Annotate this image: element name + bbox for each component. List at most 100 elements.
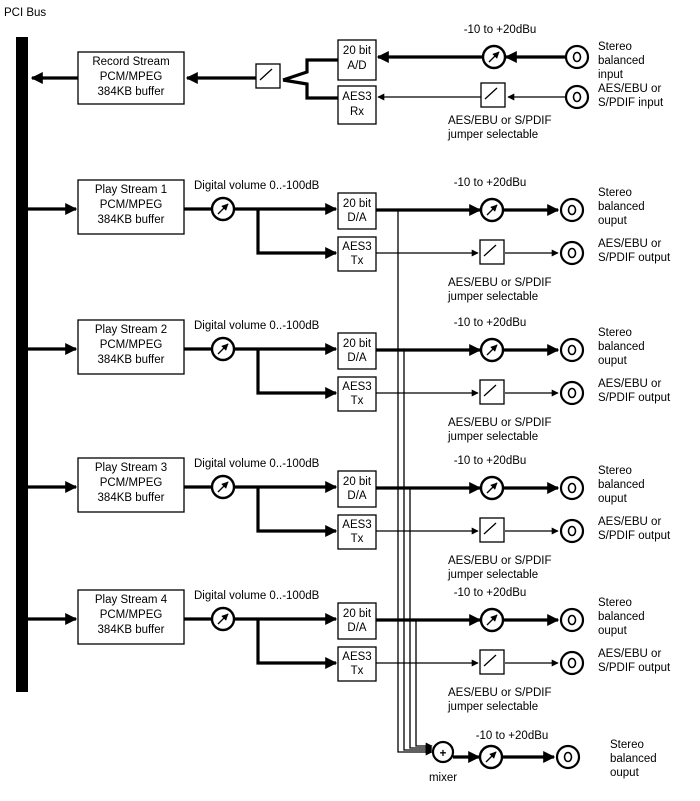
play-stream-2-box-text-line-1: Play Stream 2 xyxy=(95,324,167,336)
record-ad-box-text-line-2: A/D xyxy=(347,60,366,72)
record-ad-box-text-line-1: 20 bit xyxy=(343,45,372,57)
record-rx-to-switch-link xyxy=(282,78,338,100)
play-stream-4-da-box xyxy=(337,602,377,640)
play-stream-4-jumper-label-line-1: AES/EBU or S/PDIF xyxy=(448,687,552,699)
play-stream-3-digital-jumper-icon-lever xyxy=(483,522,497,535)
play-stream-1-mixer-feed-arrow xyxy=(397,210,433,756)
play-stream-4-analog-output-label-line-2: balanced xyxy=(598,611,645,623)
record-analog-input-connector-icon-center xyxy=(572,51,582,63)
play-stream-1-box-text-line-3: 384KB buffer xyxy=(98,214,165,226)
play-stream-3-digital-output-connector-icon-center xyxy=(567,525,577,537)
record-gain-range-label: -10 to +20dBu xyxy=(464,24,537,36)
record-jumper-label-line-2: jumper selectable xyxy=(447,129,538,141)
mixer-sum-icon xyxy=(431,740,455,764)
play-stream-4-tx-box xyxy=(337,646,377,682)
record-digital-input-connector-icon-center xyxy=(572,91,582,103)
play-stream-3-da-box-text-line-2: D/A xyxy=(347,490,367,502)
play-stream-4-da-box-text-line-2: D/A xyxy=(347,622,367,634)
play-stream-2-digital-output-connector-icon-center xyxy=(567,387,577,399)
mixer-output-label-line-2: balanced xyxy=(610,753,657,765)
play-stream-1-volume-label: Digital volume 0..-100dB xyxy=(194,180,320,192)
play-stream-2-analog-output-connector-icon-center xyxy=(567,344,577,356)
play-stream-1-analog-output-label-line-3: ouput xyxy=(598,215,628,227)
play-stream-1-digital-output-label-line-1: AES/EBU or xyxy=(598,238,661,250)
play-stream-2-analog-output-label-line-3: ouput xyxy=(598,355,628,367)
mixer-label: mixer xyxy=(429,772,457,784)
play-stream-3-da-box xyxy=(337,470,377,508)
play-stream-3-da-box-text-line-1: 20 bit xyxy=(343,476,372,488)
play-stream-4-volume-to-tx-arrow xyxy=(256,619,338,669)
play-stream-2-analog-output-label-line-1: Stereo xyxy=(598,327,632,339)
play-stream-4-output-gain-knob-icon-pointer xyxy=(486,614,498,626)
record-analog-input-label-line-1: Stereo xyxy=(598,41,632,53)
play-stream-2-volume-label: Digital volume 0..-100dB xyxy=(194,320,320,332)
mixer-gain-range-label: -10 to +20dBu xyxy=(476,730,549,742)
play-stream-2-digital-jumper-icon xyxy=(479,379,505,405)
play-stream-1-tx-box xyxy=(337,236,377,272)
pci-bus-bar xyxy=(16,37,28,692)
play-stream-1-box-text-line-2: PCM/MPEG xyxy=(100,199,163,211)
play-stream-2-digital-output-label-line-2: S/PDIF output xyxy=(598,392,671,404)
play-stream-4-analog-output-label-line-1: Stereo xyxy=(598,597,632,609)
play-stream-1-analog-output-label-line-1: Stereo xyxy=(598,187,632,199)
play-stream-1-analog-output-connector-icon-center xyxy=(567,204,577,216)
play-stream-3-volume-to-tx-arrow xyxy=(256,487,338,537)
record-digital-input-label-line-2: S/PDIF input xyxy=(598,97,664,109)
record-stream-box xyxy=(77,51,185,105)
record-source-switch-icon-lever xyxy=(259,68,273,81)
play-stream-2-digital-volume-knob-icon-pointer xyxy=(217,343,229,355)
record-source-switch-icon xyxy=(255,63,281,89)
play-stream-3-tx-box-text-line-2: Tx xyxy=(351,533,364,545)
play-stream-3-digital-jumper-icon xyxy=(479,517,505,543)
play-stream-2-box-text-line-3: 384KB buffer xyxy=(98,354,165,366)
play-stream-2-da-box-text-line-2: D/A xyxy=(347,352,367,364)
play-stream-2-tx-box-text-line-1: AES3 xyxy=(342,381,371,393)
play-stream-4-tx-box-text-line-1: AES3 xyxy=(342,651,371,663)
play-stream-4-digital-output-label-line-1: AES/EBU or xyxy=(598,648,661,660)
play-stream-1-digital-jumper-icon-lever xyxy=(483,244,497,257)
record-analog-input-label-line-2: balanced xyxy=(598,55,645,67)
play-stream-3-box-text-line-1: Play Stream 3 xyxy=(95,462,167,474)
pci-bus-label: PCI Bus xyxy=(4,7,46,19)
record-digital-jumper-icon-lever xyxy=(484,87,498,100)
play-stream-3-box-text-line-2: PCM/MPEG xyxy=(100,477,163,489)
play-stream-4-analog-output-label-line-3: ouput xyxy=(598,625,628,637)
play-stream-4-volume-label: Digital volume 0..-100dB xyxy=(194,590,320,602)
play-stream-3-volume-label: Digital volume 0..-100dB xyxy=(194,458,320,470)
play-stream-4-jumper-label-line-2: jumper selectable xyxy=(447,701,538,713)
play-stream-4-box-text-line-2: PCM/MPEG xyxy=(100,609,163,621)
play-stream-4-box-text-line-3: 384KB buffer xyxy=(98,624,165,636)
play-stream-3-tx-box xyxy=(337,514,377,550)
record-ad-box xyxy=(337,39,377,81)
play-stream-1-tx-box-text-line-1: AES3 xyxy=(342,241,371,253)
play-stream-2-digital-output-label-line-1: AES/EBU or xyxy=(598,378,661,390)
play-stream-1-gain-range-label: -10 to +20dBu xyxy=(454,177,527,189)
play-stream-1-jumper-label-line-2: jumper selectable xyxy=(447,291,538,303)
record-jumper-label-line-1: AES/EBU or S/PDIF xyxy=(448,115,552,127)
play-stream-1-output-gain-knob-icon-pointer xyxy=(486,204,498,216)
play-stream-2-jumper-label-line-2: jumper selectable xyxy=(447,431,538,443)
play-stream-3-digital-output-label-line-2: S/PDIF output xyxy=(598,530,671,542)
play-stream-1-digital-output-connector-icon-center xyxy=(567,247,577,259)
play-stream-2-gain-range-label: -10 to +20dBu xyxy=(454,317,527,329)
record-analog-input-label-line-3: input xyxy=(598,69,624,81)
mixer-analog-output-connector-icon-center xyxy=(563,751,573,763)
play-stream-4-box xyxy=(77,589,185,645)
record-ad-to-switch-link xyxy=(282,58,338,82)
play-stream-2-da-box-text-line-1: 20 bit xyxy=(343,338,372,350)
play-stream-1-digital-volume-knob-icon-pointer xyxy=(217,203,229,215)
play-stream-1-da-box-text-line-1: 20 bit xyxy=(343,198,372,210)
record-gain-knob-icon-pointer xyxy=(488,51,500,63)
play-stream-3-tx-box-text-line-1: AES3 xyxy=(342,519,371,531)
play-stream-3-output-gain-knob-icon-pointer xyxy=(486,482,498,494)
play-stream-2-tx-box xyxy=(337,376,377,412)
play-stream-2-box xyxy=(77,319,185,375)
play-stream-3-jumper-label-line-1: AES/EBU or S/PDIF xyxy=(448,555,552,567)
play-stream-3-analog-output-label-line-2: balanced xyxy=(598,479,645,491)
play-stream-3-digital-volume-knob-icon-pointer xyxy=(217,481,229,493)
play-stream-1-digital-jumper-icon xyxy=(479,239,505,265)
play-stream-2-jumper-label-line-1: AES/EBU or S/PDIF xyxy=(448,417,552,429)
play-stream-2-output-gain-knob-icon-pointer xyxy=(486,344,498,356)
play-stream-1-volume-to-tx-arrow xyxy=(256,209,338,259)
